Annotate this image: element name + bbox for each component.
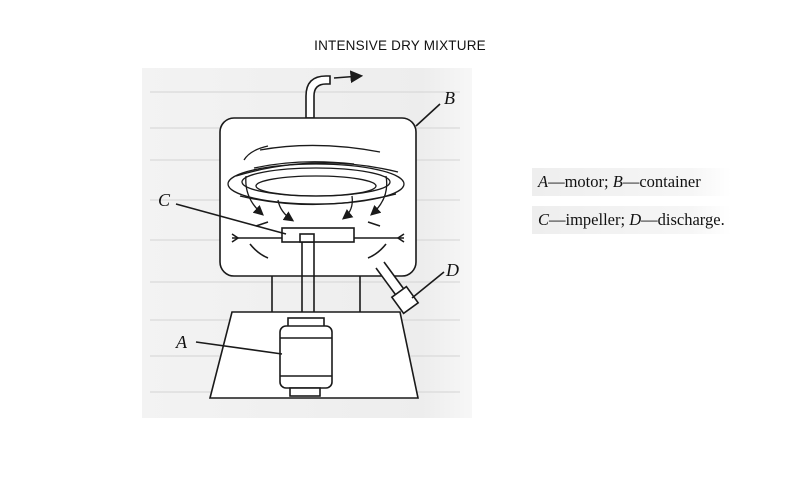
outlet-arrow	[333, 70, 364, 84]
outlet-pipe	[305, 75, 331, 119]
flow-arrows	[245, 175, 388, 222]
label-c: C	[158, 190, 171, 210]
legend-letter: A	[538, 172, 549, 191]
swirl-flow-lines	[227, 144, 405, 206]
legend-letter: B	[612, 172, 623, 191]
legend: A—motor; B—container C—impeller; D—disch…	[532, 168, 731, 244]
legend-text: —discharge.	[641, 210, 725, 229]
motor-a	[279, 317, 333, 397]
legend-letter: D	[629, 210, 642, 229]
legend-row-impeller-discharge: C—impeller; D—discharge.	[532, 206, 731, 234]
label-b: B	[444, 88, 455, 108]
discharge-d	[375, 261, 420, 315]
leader-c	[175, 203, 287, 235]
impeller-c	[231, 221, 405, 259]
leader-a	[195, 341, 283, 355]
legend-text: —impeller;	[549, 210, 630, 229]
leader-b	[415, 103, 441, 127]
legend-text: —container	[622, 172, 701, 191]
leader-d	[411, 271, 445, 299]
label-a: A	[175, 332, 188, 352]
container-b	[219, 117, 417, 277]
legend-letter: C	[538, 210, 550, 229]
legend-text: —motor;	[548, 172, 613, 191]
legend-row-motor-container: A—motor; B—container	[532, 168, 731, 196]
page-title: INTENSIVE DRY MIXTURE	[314, 38, 486, 53]
label-d: D	[445, 260, 459, 280]
